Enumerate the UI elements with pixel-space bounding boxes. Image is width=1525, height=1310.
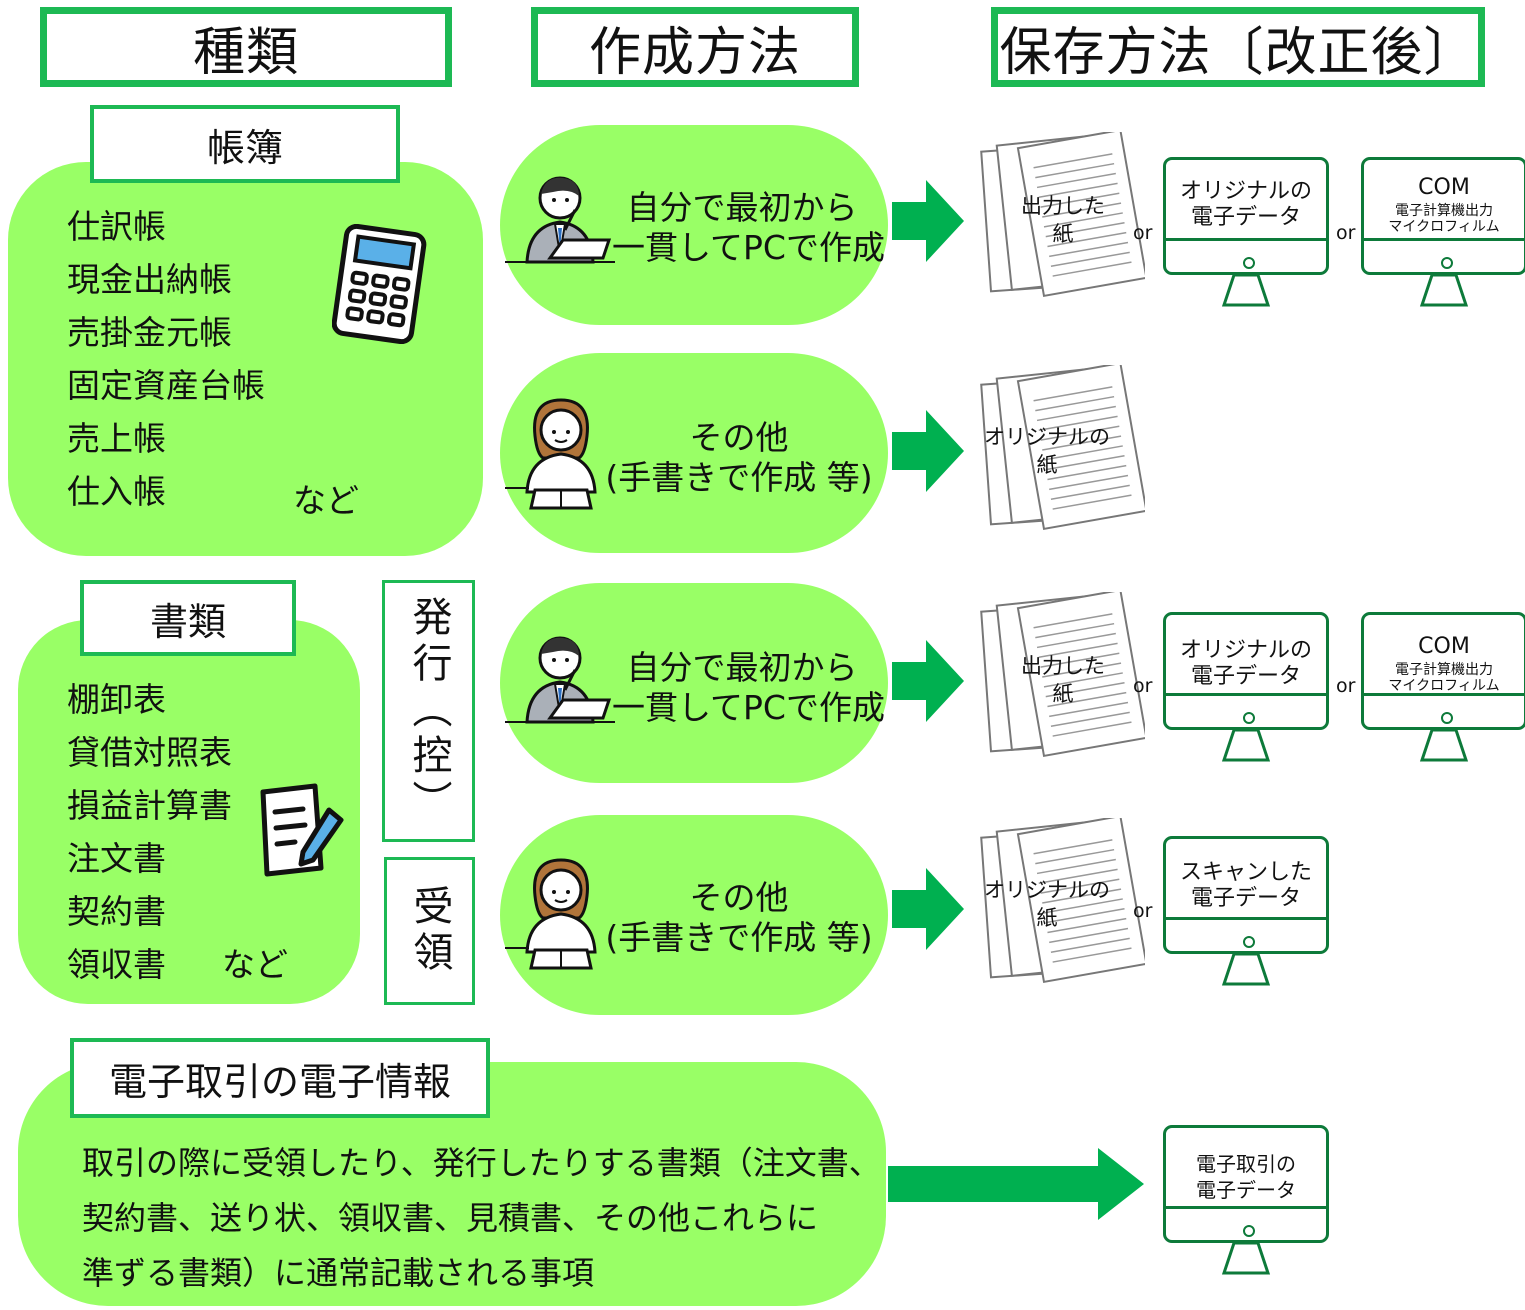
list-item: 貸借対照表 <box>67 733 232 772</box>
or-label: or <box>1133 675 1153 697</box>
list-item: 固定資産台帳 <box>67 366 265 405</box>
paper-stack-printed: 出力した 紙 <box>980 592 1145 762</box>
or-label: or <box>1336 222 1356 244</box>
etrans-title: 電子取引の電子情報 <box>70 1038 490 1118</box>
paper-stack-icon <box>980 365 1145 531</box>
list-item: 領収書 <box>67 945 166 984</box>
issue-label: 発行（控） <box>382 580 475 842</box>
or-label: or <box>1336 675 1356 697</box>
paper-stack-icon <box>980 818 1145 984</box>
or-label: or <box>1133 222 1153 244</box>
header-method: 作成方法 <box>531 7 859 87</box>
paper-stack-icon <box>980 132 1145 298</box>
arrow-right-icon <box>888 1148 1144 1220</box>
method-pc-label: 自分で最初から 一貫してPCで作成 <box>612 188 885 267</box>
monitor-etrans-data: 電子取引の 電子データ <box>1163 1125 1329 1275</box>
header-type: 種類 <box>40 7 452 87</box>
monitor-icon <box>1163 612 1329 730</box>
paper-label: オリジナルの 紙 <box>984 878 1110 930</box>
man-pc-illustration <box>505 636 615 724</box>
calculator-icon <box>332 224 427 344</box>
paper-stack-icon <box>980 592 1145 758</box>
paper-label: 出力した 紙 <box>1021 654 1105 706</box>
monitor-com: COM 電子計算機出力 マイクロフィルム <box>1361 612 1525 762</box>
books-title: 帳簿 <box>90 105 400 183</box>
or-label: or <box>1133 900 1153 922</box>
paper-stack-original: オリジナルの 紙 <box>980 365 1145 535</box>
arrow-right-icon <box>892 868 964 950</box>
method-hand-label: その他 (手書きで作成 等) <box>605 878 873 957</box>
books-list: 仕訳帳 現金出納帳 売掛金元帳 固定資産台帳 売上帳 仕入帳 <box>67 200 265 518</box>
man-pc-illustration <box>505 176 615 264</box>
docs-title: 書類 <box>80 580 296 656</box>
monitor-scan-data: スキャンした 電子データ <box>1163 836 1329 986</box>
etrans-description: 取引の際に受領したり、発行したりする書類（注文書、 契約書、送り状、領収書、見積… <box>82 1144 881 1292</box>
list-item: 注文書 <box>67 839 166 878</box>
monitor-icon <box>1163 157 1329 275</box>
paper-stack-printed: 出力した 紙 <box>980 132 1145 302</box>
list-item: 仕入帳 <box>67 472 166 511</box>
woman-writing-illustration <box>505 398 597 510</box>
arrow-right-icon <box>892 180 964 262</box>
monitor-original-data: オリジナルの 電子データ <box>1163 157 1329 307</box>
arrow-right-icon <box>892 410 964 492</box>
method-hand-label: その他 (手書きで作成 等) <box>605 418 873 497</box>
books-etc: など <box>293 481 359 520</box>
list-item: 仕訳帳 <box>67 207 166 246</box>
list-item: 売上帳 <box>67 419 166 458</box>
arrow-right-icon <box>892 640 964 722</box>
list-item: 現金出納帳 <box>67 260 232 299</box>
list-item: 売掛金元帳 <box>67 313 232 352</box>
paper-label: 出力した 紙 <box>1021 194 1105 246</box>
receive-label: 受領 <box>384 857 475 1005</box>
list-item: 損益計算書 <box>67 786 232 825</box>
method-pc-label: 自分で最初から 一貫してPCで作成 <box>612 648 885 727</box>
list-item: 契約書 <box>67 892 166 931</box>
monitor-com: COM 電子計算機出力 マイクロフィルム <box>1361 157 1525 307</box>
monitor-icon <box>1361 612 1525 730</box>
monitor-original-data: オリジナルの 電子データ <box>1163 612 1329 762</box>
woman-writing-illustration <box>505 858 597 970</box>
memo-pencil-icon <box>260 783 344 877</box>
monitor-icon <box>1163 1125 1329 1243</box>
paper-label: オリジナルの 紙 <box>984 425 1110 477</box>
list-item: 棚卸表 <box>67 680 166 719</box>
monitor-icon <box>1163 836 1329 954</box>
paper-stack-original: オリジナルの 紙 <box>980 818 1145 988</box>
header-storage: 保存方法〔改正後〕 <box>991 7 1485 87</box>
docs-etc: など <box>222 945 288 984</box>
docs-list: 棚卸表 貸借対照表 損益計算書 注文書 契約書 領収書 <box>67 673 232 991</box>
books-panel <box>8 162 483 556</box>
